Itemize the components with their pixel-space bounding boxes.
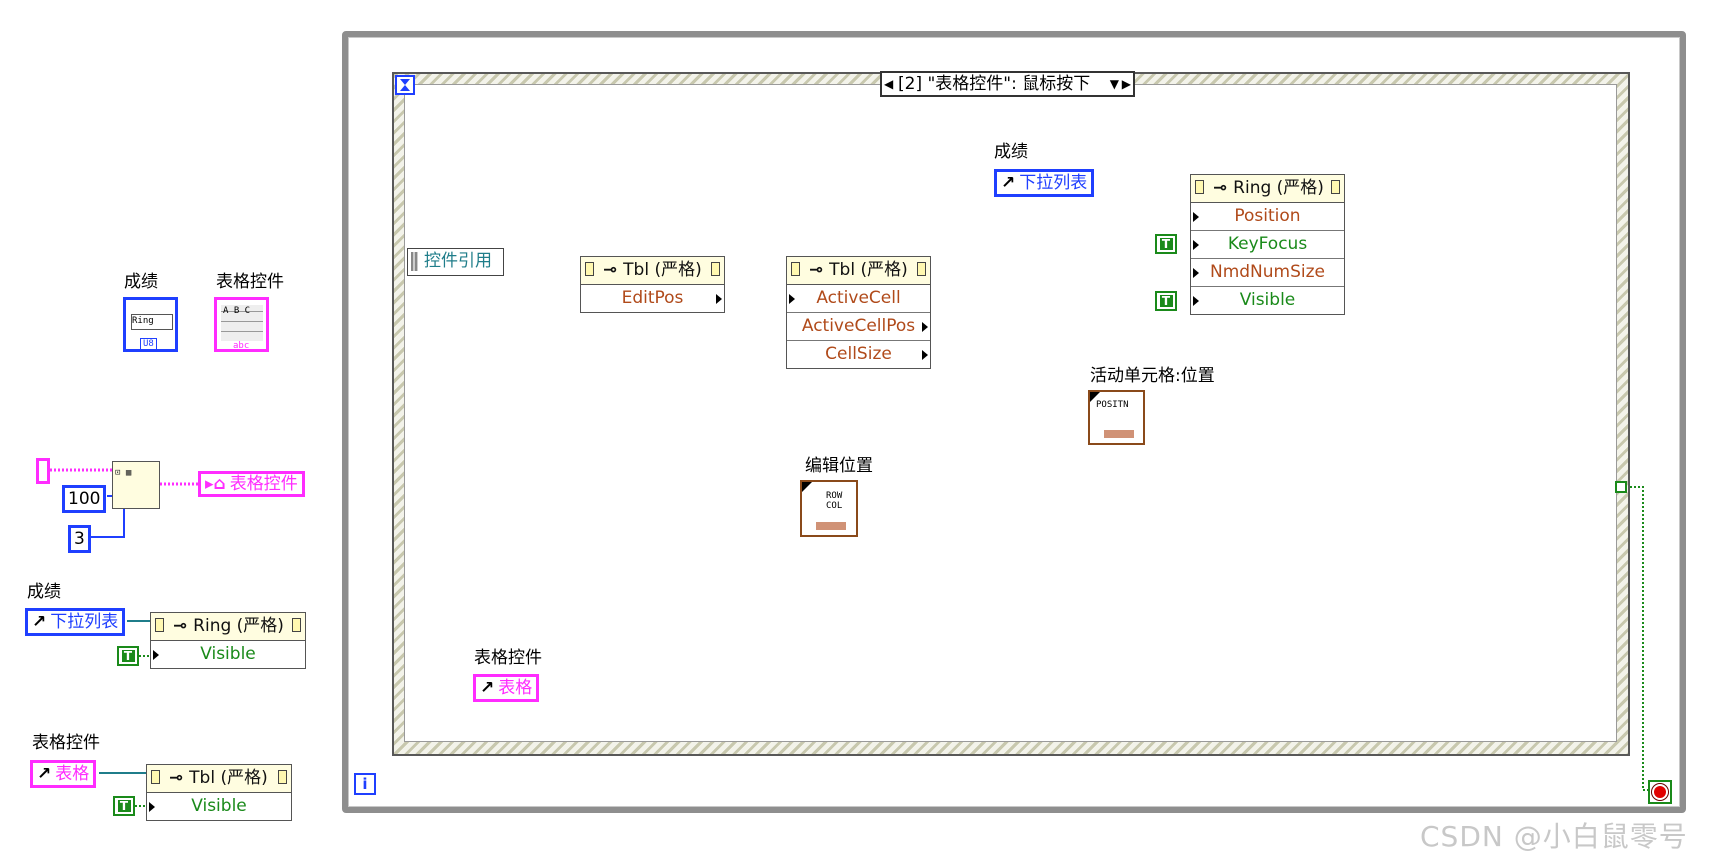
left-group3-label: 表格控件	[32, 733, 100, 753]
ring-main-header-text: Ring (严格)	[1233, 178, 1324, 198]
edit-pos-label: 编辑位置	[805, 456, 873, 476]
numeric-constant-100[interactable]: 100	[62, 485, 107, 513]
indicator-corner-glyph	[802, 482, 812, 492]
ref-arrow-icon: ↗	[37, 764, 52, 784]
property-node-link-icon: ⊸	[809, 260, 830, 280]
iteration-terminal-icon: i	[354, 773, 376, 795]
ring-keyfocus-prop[interactable]: KeyFocus	[1191, 231, 1344, 259]
ring-left-header: ⊸ Ring (严格)	[151, 613, 305, 641]
tbl-active-header-text: Tbl (严格)	[829, 260, 908, 280]
ring-nmdnumsize-prop[interactable]: NmdNumSize	[1191, 259, 1344, 287]
table-local-variable-text: 表格控件	[229, 474, 298, 494]
ring-icon-sub: U8	[140, 338, 157, 349]
ring-main-property-node[interactable]: ⊸ Ring (严格) Position KeyFocus NmdNumSize…	[1190, 174, 1345, 315]
true-constant-left-1[interactable]: T	[117, 646, 139, 666]
table-icon-sub: abc	[233, 341, 250, 351]
left-ring-ref-text: 下拉列表	[50, 612, 119, 632]
watermark: CSDN @小白鼠零号	[1420, 820, 1688, 853]
tbl-left-visible[interactable]: Visible	[147, 793, 291, 820]
edit-pos-indicator-icon[interactable]: ROW COL	[800, 480, 858, 537]
ring-left-visible[interactable]: Visible	[151, 641, 305, 668]
table-grid-glyph	[221, 305, 263, 341]
while-loop[interactable]	[342, 31, 1686, 813]
left-table-label: 表格控件	[216, 272, 284, 292]
ring-main-header: ⊸ Ring (严格)	[1191, 175, 1344, 203]
inner-ring-label: 成绩	[994, 142, 1028, 162]
ref-arrow-icon: ↗	[1001, 173, 1016, 193]
cluster-bar-glyph	[816, 522, 846, 530]
tbl-active-property-node[interactable]: ⊸ Tbl (严格) ActiveCell ActiveCellPos Cell…	[786, 256, 931, 369]
ring-position-prop[interactable]: Position	[1191, 203, 1344, 231]
dropdown-arrow-icon[interactable]: ▼	[1109, 77, 1119, 91]
tbl-cellsize-prop[interactable]: CellSize	[787, 341, 930, 368]
ring-property-node-left[interactable]: ⊸ Ring (严格) Visible	[150, 612, 306, 669]
reshape-array-node[interactable]: ⊡ ▦	[112, 461, 160, 509]
tbl-activecell-prop[interactable]: ActiveCell	[787, 285, 930, 313]
inner-table-ref-constant[interactable]: ↗表格	[473, 674, 540, 702]
empty-array-constant[interactable]	[36, 458, 50, 484]
ring-left-header-text: Ring (严格)	[193, 616, 284, 636]
active-pos-indicator-icon[interactable]: POSITN	[1088, 390, 1145, 445]
cluster-bar-glyph	[1104, 430, 1134, 438]
property-node-link-icon: ⊸	[1213, 178, 1234, 198]
event-case-text: [2] "表格控件": 鼠标按下	[898, 74, 1091, 94]
active-pos-label: 活动单元格:位置	[1090, 366, 1215, 386]
loop-condition-stop-icon[interactable]	[1648, 780, 1672, 804]
table-local-variable[interactable]: ▸⌂表格控件	[198, 471, 305, 497]
numeric-constant-3[interactable]: 3	[68, 525, 91, 553]
ring-terminal-icon[interactable]: Ring U8	[123, 297, 178, 352]
true-constant-visible[interactable]: T	[1155, 291, 1177, 311]
left-group2-label: 成绩	[27, 582, 61, 602]
property-node-link-icon: ⊸	[169, 768, 190, 788]
inner-table-ref-text: 表格	[498, 678, 533, 698]
ref-arrow-icon: ↗	[480, 678, 495, 698]
left-ring-ref-constant[interactable]: ↗下拉列表	[25, 608, 126, 636]
left-table-ref-constant[interactable]: ↗表格	[30, 760, 97, 788]
inner-ring-ref-text: 下拉列表	[1019, 173, 1088, 193]
reshape-glyph: ⊡ ▦	[115, 468, 132, 478]
table-terminal-icon[interactable]: A B C abc	[214, 297, 269, 352]
pos-icon-text: POSITN	[1096, 400, 1129, 410]
property-node-link-icon: ⊸	[173, 616, 194, 636]
table-icon-text: A B C	[223, 306, 251, 316]
property-node-link-icon: ⊸	[603, 260, 624, 280]
left-table-ref-text: 表格	[55, 764, 90, 784]
inner-table-label: 表格控件	[474, 648, 542, 668]
tbl-editpos-property-node[interactable]: ⊸ Tbl (严格) EditPos	[580, 256, 725, 313]
event-data-tunnel[interactable]	[1615, 481, 1627, 493]
tbl-editpos-header: ⊸ Tbl (严格)	[581, 257, 724, 285]
tbl-property-node-left[interactable]: ⊸ Tbl (严格) Visible	[146, 764, 292, 821]
tbl-editpos-prop[interactable]: EditPos	[581, 285, 724, 312]
ref-arrow-icon: ↗	[32, 612, 47, 632]
control-reference-terminal[interactable]: 控件引用	[407, 248, 504, 276]
tbl-active-header: ⊸ Tbl (严格)	[787, 257, 930, 285]
event-case-selector[interactable]: ◀ [2] "表格控件": 鼠标按下 ▼ ▶	[880, 71, 1135, 97]
decrement-arrow-icon[interactable]: ◀	[884, 77, 894, 91]
tbl-left-header: ⊸ Tbl (严格)	[147, 765, 291, 793]
timeout-terminal-icon[interactable]	[395, 75, 415, 95]
indicator-corner-glyph	[1090, 392, 1100, 402]
true-constant-keyfocus[interactable]: T	[1155, 234, 1177, 254]
ring-visible-prop[interactable]: Visible	[1191, 287, 1344, 314]
left-ring-label: 成绩	[124, 272, 158, 292]
true-constant-left-2[interactable]: T	[113, 796, 135, 816]
local-variable-icon: ▸⌂	[205, 474, 226, 494]
increment-arrow-icon[interactable]: ▶	[1121, 77, 1131, 91]
tbl-left-header-text: Tbl (严格)	[189, 768, 268, 788]
tbl-editpos-header-text: Tbl (严格)	[623, 260, 702, 280]
tbl-activecellpos-prop[interactable]: ActiveCellPos	[787, 313, 930, 341]
edit-icon-text: ROW COL	[826, 491, 843, 511]
ring-icon-text: Ring	[131, 314, 173, 330]
inner-ring-ref-constant[interactable]: ↗下拉列表	[994, 169, 1095, 197]
